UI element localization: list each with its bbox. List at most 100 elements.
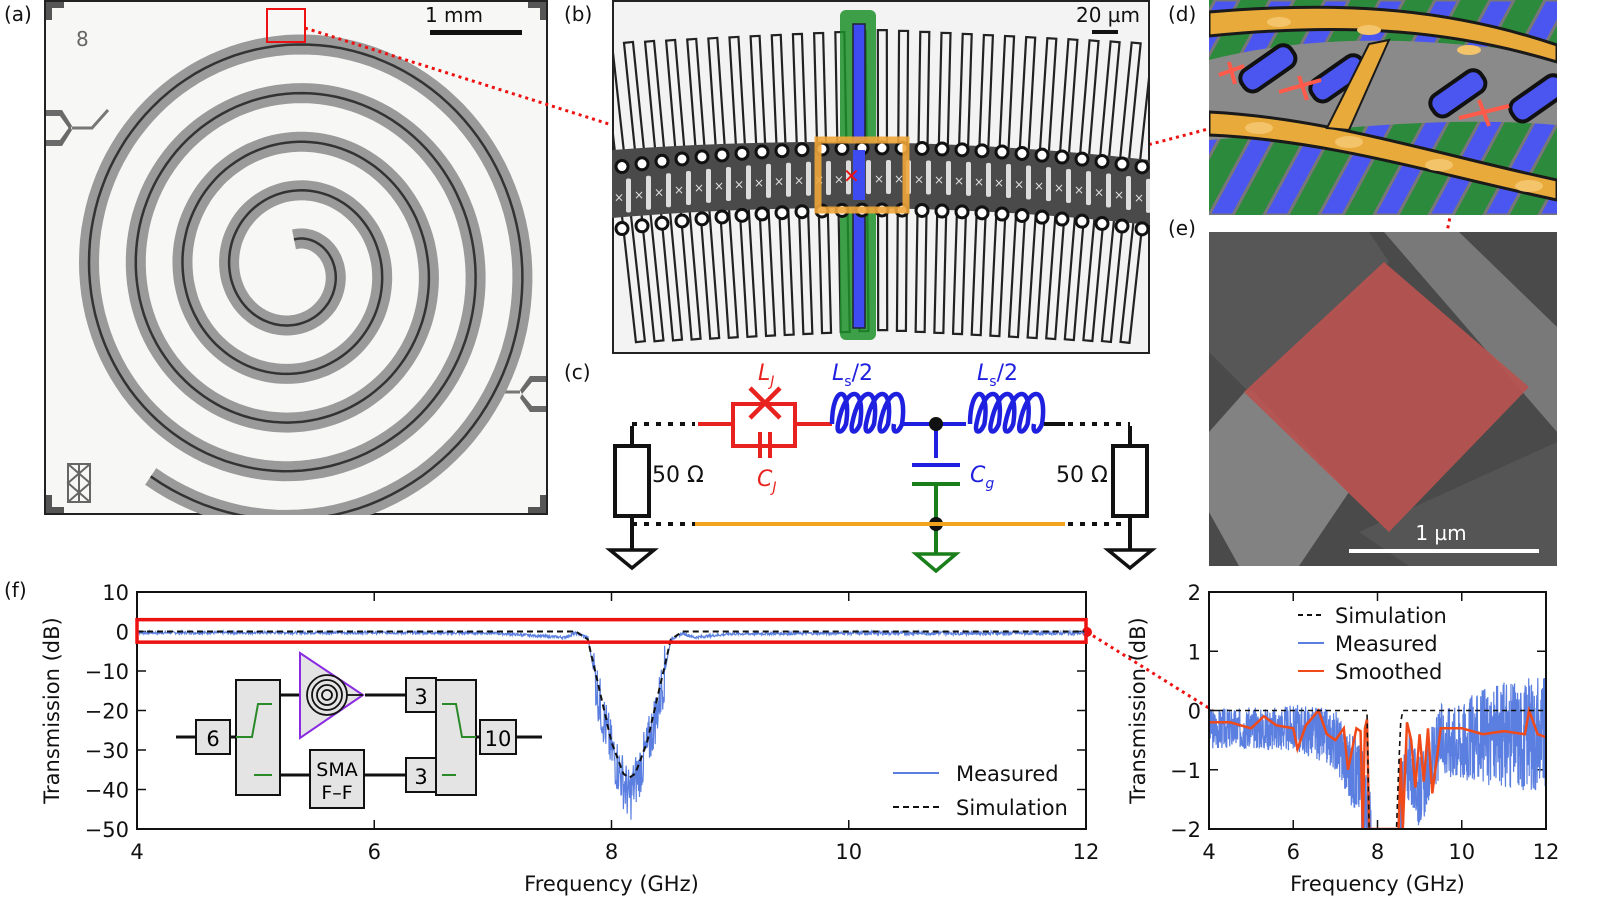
scale-bar xyxy=(1092,30,1118,34)
r-left-label: 50 Ω xyxy=(652,463,704,488)
finger-slot xyxy=(666,173,671,208)
junction-mark: × xyxy=(1014,177,1024,191)
ls-left-label: Ls/2 xyxy=(832,361,873,390)
junction-mark: × xyxy=(694,181,704,195)
x-tick-label: 12 xyxy=(1533,840,1560,864)
finger-slot xyxy=(926,160,931,195)
unit-cell-circuit: LJ CJ Ls/2 Ls/2 Cg 50 Ω 50 Ω xyxy=(605,361,1157,574)
panel-label-f: (f) xyxy=(4,578,27,602)
via-circle xyxy=(1134,159,1150,175)
junction-mark: × xyxy=(1134,191,1144,205)
electrode-bottom xyxy=(1209,387,1349,566)
r-right-label: 50 Ω xyxy=(1056,463,1108,488)
panel-a-micrograph: 8 1 mm xyxy=(44,0,548,530)
via-circle xyxy=(654,215,670,231)
bottom-ground-rail xyxy=(1209,110,1557,202)
via-circle xyxy=(674,213,690,229)
via-circle xyxy=(694,149,710,165)
scale-bar-label: 20 µm xyxy=(1076,3,1140,27)
finger-slot xyxy=(1046,167,1051,202)
switch-right-path xyxy=(442,703,476,776)
via-circle xyxy=(1054,149,1070,165)
y-tick-label: −40 xyxy=(85,779,129,803)
via-circle xyxy=(914,202,930,218)
finger-slot xyxy=(1106,173,1111,208)
schematic-diagram: 6 3 SMA F–F 3 10 xyxy=(176,651,542,809)
y-tick-label: −10 xyxy=(85,660,129,684)
y-axis-label: Transmission (dB) xyxy=(1126,617,1150,804)
finger-slot xyxy=(886,160,891,195)
via-circle xyxy=(714,147,730,163)
via-circle xyxy=(934,203,950,219)
finger-slot xyxy=(1026,165,1031,200)
y-tick-label: −1 xyxy=(1170,759,1201,783)
finger-slot xyxy=(986,162,991,197)
sma-label: SMA xyxy=(316,759,357,781)
junction-mark: × xyxy=(654,185,664,199)
x-tick-label: 6 xyxy=(1287,840,1300,864)
resistor-right xyxy=(1103,426,1157,571)
sma-thru xyxy=(309,749,365,809)
scale-bar-label: 1 µm xyxy=(1415,521,1466,545)
x-tick-label: 6 xyxy=(368,840,381,864)
finger-slot xyxy=(866,160,871,195)
junction-mark: × xyxy=(634,188,644,202)
finger-slot xyxy=(1006,164,1011,199)
x-axis-label: Frequency (GHz) xyxy=(524,872,699,896)
finger-slot xyxy=(1428,68,1488,119)
via-circle xyxy=(1094,215,1110,231)
finger-slot xyxy=(1146,178,1151,213)
plot-area xyxy=(1209,677,1546,829)
junction-mark: × xyxy=(674,183,684,197)
junction-mark: × xyxy=(794,174,804,188)
junction-mark: × xyxy=(1094,185,1104,199)
junction-mark: × xyxy=(994,176,1004,190)
legend-smoothed-label: Smoothed xyxy=(1335,660,1442,684)
x-tick-label: 12 xyxy=(1073,840,1100,864)
via-circle xyxy=(1114,156,1130,172)
junction-sem-image: 1 µm xyxy=(1209,232,1557,566)
via-circle xyxy=(1134,221,1150,237)
via-dots xyxy=(1245,17,1543,192)
finger-slot xyxy=(626,178,631,213)
via-circle xyxy=(974,205,990,221)
y-tick-label: −30 xyxy=(85,739,129,763)
via-circle xyxy=(614,221,630,237)
series-smoothed-line xyxy=(1209,705,1546,829)
spiral-chip-image: 8 1 mm xyxy=(44,0,548,530)
y-tick-label: 1 xyxy=(1188,640,1201,664)
zoom-region-box xyxy=(266,8,306,43)
via-circle xyxy=(754,206,770,222)
unit-cells-image: ××××××××××××××××××××××××××× ✕ 20 µm xyxy=(601,0,1163,354)
junction-mark: × xyxy=(754,176,764,190)
y-tick-label: 0 xyxy=(1188,700,1201,724)
x-tick-label: 8 xyxy=(605,840,618,864)
via-circle xyxy=(774,205,790,221)
port-left xyxy=(46,109,110,146)
substrate-bottom-right xyxy=(1359,442,1557,566)
y-tick-label: 10 xyxy=(102,581,129,605)
via-circle xyxy=(1014,145,1030,161)
finger-slot xyxy=(1066,169,1071,204)
y-tick-label: −2 xyxy=(1170,818,1201,842)
finger-slots xyxy=(1238,43,1557,124)
junction-mark: × xyxy=(1074,183,1084,197)
inductor-left xyxy=(829,391,906,434)
finger-slot xyxy=(766,163,771,198)
x-tick-label: 10 xyxy=(835,840,862,864)
attenuator-bottom-label: 3 xyxy=(414,765,427,789)
chip-label: 8 xyxy=(76,27,89,51)
via-circle xyxy=(954,142,970,158)
ls-right-label: Ls/2 xyxy=(977,361,1018,390)
legend-measured-label: Measured xyxy=(956,762,1059,786)
x-tick-label: 4 xyxy=(130,840,143,864)
via-circle xyxy=(954,204,970,220)
via-circle xyxy=(774,143,790,159)
spiral-transmission-line xyxy=(78,34,533,530)
via-circle xyxy=(734,145,750,161)
junction-mark: × xyxy=(974,175,984,189)
x-tick-label: 8 xyxy=(1371,840,1384,864)
via-circle xyxy=(994,206,1010,222)
junction-mark: × xyxy=(734,177,744,191)
finger-slot xyxy=(1238,43,1298,94)
